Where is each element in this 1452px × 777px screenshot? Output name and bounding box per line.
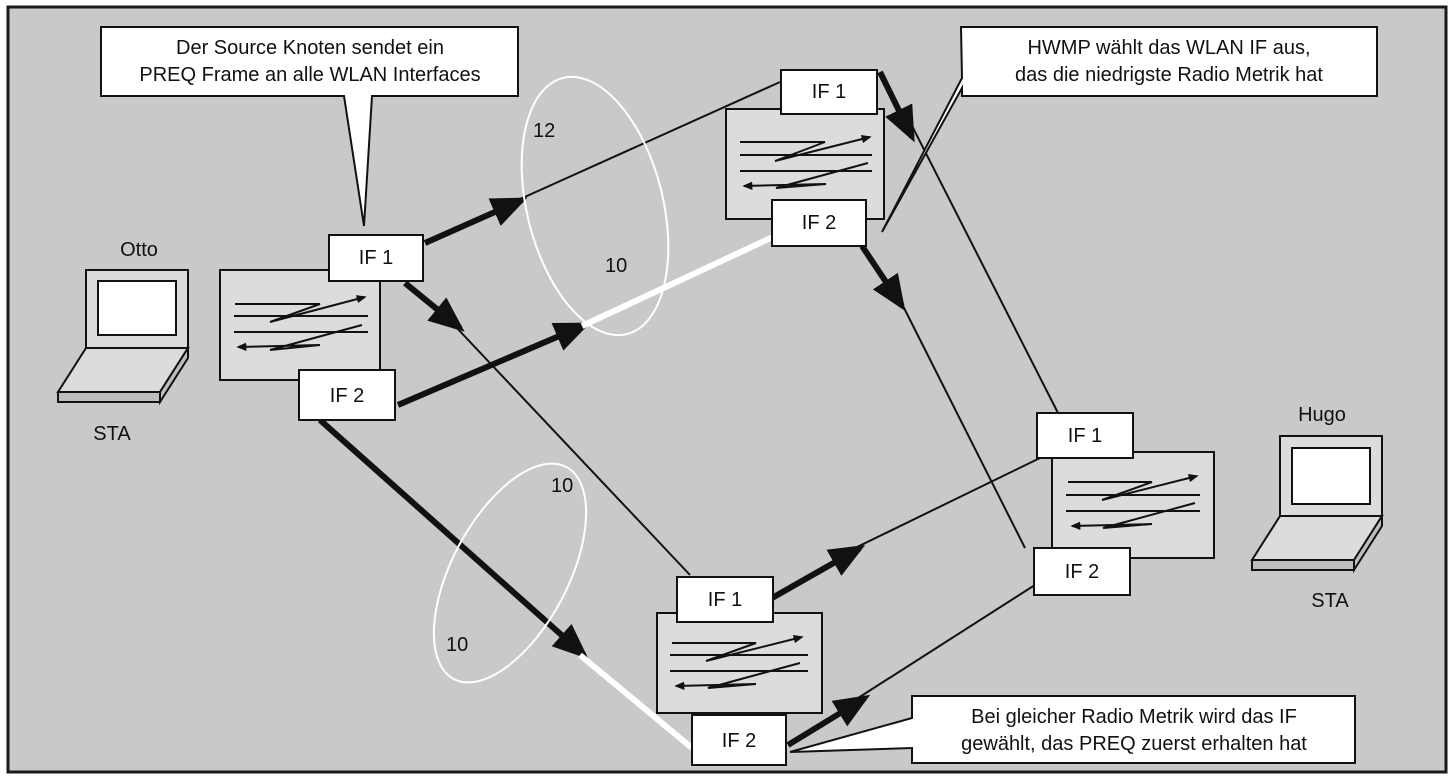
link-left-if1-to-top-if1-thin bbox=[517, 81, 781, 201]
if-label: IF 1 bbox=[812, 81, 846, 103]
callout-hwmp-line2: das die niedrigste Radio Metrik hat bbox=[1015, 64, 1323, 86]
arrow-left-if1-to-top bbox=[423, 197, 528, 246]
station-name-otto: Otto bbox=[120, 239, 158, 261]
if-label: IF 2 bbox=[1065, 561, 1099, 583]
if-box-bottom-if1: IF 1 bbox=[676, 576, 774, 623]
callout-source-line1: Der Source Knoten sendet ein bbox=[176, 37, 444, 59]
arrow-bottom-if2-out bbox=[786, 694, 871, 748]
arrow-left-if2-to-top bbox=[396, 322, 591, 408]
if-box-left-if1: IF 1 bbox=[328, 234, 424, 282]
callout-equal-metric-line1: Bei gleicher Radio Metrik wird das IF bbox=[971, 706, 1297, 728]
link-left-if1-to-bottom-if1-thin bbox=[454, 325, 691, 576]
arrow-left-if1-to-bottom bbox=[403, 280, 465, 332]
station-type-hugo: STA bbox=[1311, 590, 1349, 612]
arrow-top-if1-out bbox=[877, 70, 915, 143]
link-top-if1-to-right-if1 bbox=[907, 117, 1059, 414]
mesh-node-source bbox=[219, 269, 381, 381]
metric-label-lower-if1: 10 bbox=[551, 475, 573, 497]
callout-equal-metric: Bei gleicher Radio Metrik wird das IF ge… bbox=[789, 695, 1356, 764]
arrow-left-if2-to-bottom bbox=[318, 417, 589, 659]
if-label: IF 2 bbox=[802, 212, 836, 234]
arrow-bottom-if1-out bbox=[770, 545, 866, 601]
metric-ellipse-upper bbox=[520, 75, 670, 337]
mesh-node-destination bbox=[1051, 451, 1215, 559]
if-box-bottom-if2: IF 2 bbox=[691, 714, 787, 766]
station-type-otto: STA bbox=[93, 423, 131, 445]
laptop-hugo-icon bbox=[1250, 435, 1384, 574]
if-box-top-if1: IF 1 bbox=[780, 69, 878, 115]
callout-hwmp-line1: HWMP wählt das WLAN IF aus, bbox=[1027, 37, 1310, 59]
callout-equal-metric-line2: gewählt, das PREQ zuerst erhalten hat bbox=[961, 733, 1307, 755]
metric-label-lower-if2: 10 bbox=[446, 634, 468, 656]
switch-arrow-left-icon bbox=[674, 662, 801, 690]
callout-source-line2: PREQ Frame an alle WLAN Interfaces bbox=[139, 64, 480, 86]
mesh-node-bottom bbox=[656, 612, 823, 714]
node-body bbox=[656, 612, 823, 714]
metric-label-upper-if2: 10 bbox=[605, 255, 627, 277]
callout-source: Der Source Knoten sendet ein PREQ Frame … bbox=[100, 26, 519, 227]
metric-label-upper-if1: 12 bbox=[533, 120, 555, 142]
switch-arrow-left-icon bbox=[236, 324, 363, 351]
switch-arrow-right-icon bbox=[1068, 474, 1199, 501]
if-box-right-if2: IF 2 bbox=[1033, 547, 1131, 596]
if-label: IF 1 bbox=[708, 589, 742, 611]
if-box-top-if2: IF 2 bbox=[771, 199, 867, 247]
station-name-hugo: Hugo bbox=[1298, 404, 1346, 426]
link-bottom-if1-to-right-if1 bbox=[854, 457, 1041, 549]
switch-arrow-left-icon bbox=[1070, 502, 1196, 530]
if-box-left-if2: IF 2 bbox=[298, 369, 396, 421]
switch-arrow-right-icon bbox=[235, 295, 367, 323]
switch-arrow-right-icon bbox=[740, 135, 872, 162]
white-link-to-top-if2 bbox=[580, 233, 777, 329]
if-box-right-if1: IF 1 bbox=[1036, 412, 1134, 459]
switch-arrow-right-icon bbox=[672, 634, 804, 662]
link-bottom-if2-to-right-if2 bbox=[854, 582, 1039, 701]
laptop-otto-icon bbox=[56, 269, 190, 406]
if-label: IF 1 bbox=[1068, 425, 1102, 447]
metric-ellipse-lower bbox=[432, 462, 588, 684]
arrow-top-if2-out bbox=[859, 244, 906, 311]
white-link-to-bottom-if2 bbox=[578, 652, 694, 751]
link-top-if2-to-right-if2 bbox=[899, 299, 1026, 549]
switch-arrow-left-icon bbox=[742, 162, 869, 190]
if-label: IF 2 bbox=[722, 730, 756, 752]
node-body bbox=[219, 269, 381, 381]
if-label: IF 2 bbox=[330, 385, 364, 407]
callout-hwmp: HWMP wählt das WLAN IF aus, das die nied… bbox=[881, 26, 1378, 233]
if-label: IF 1 bbox=[359, 247, 393, 269]
